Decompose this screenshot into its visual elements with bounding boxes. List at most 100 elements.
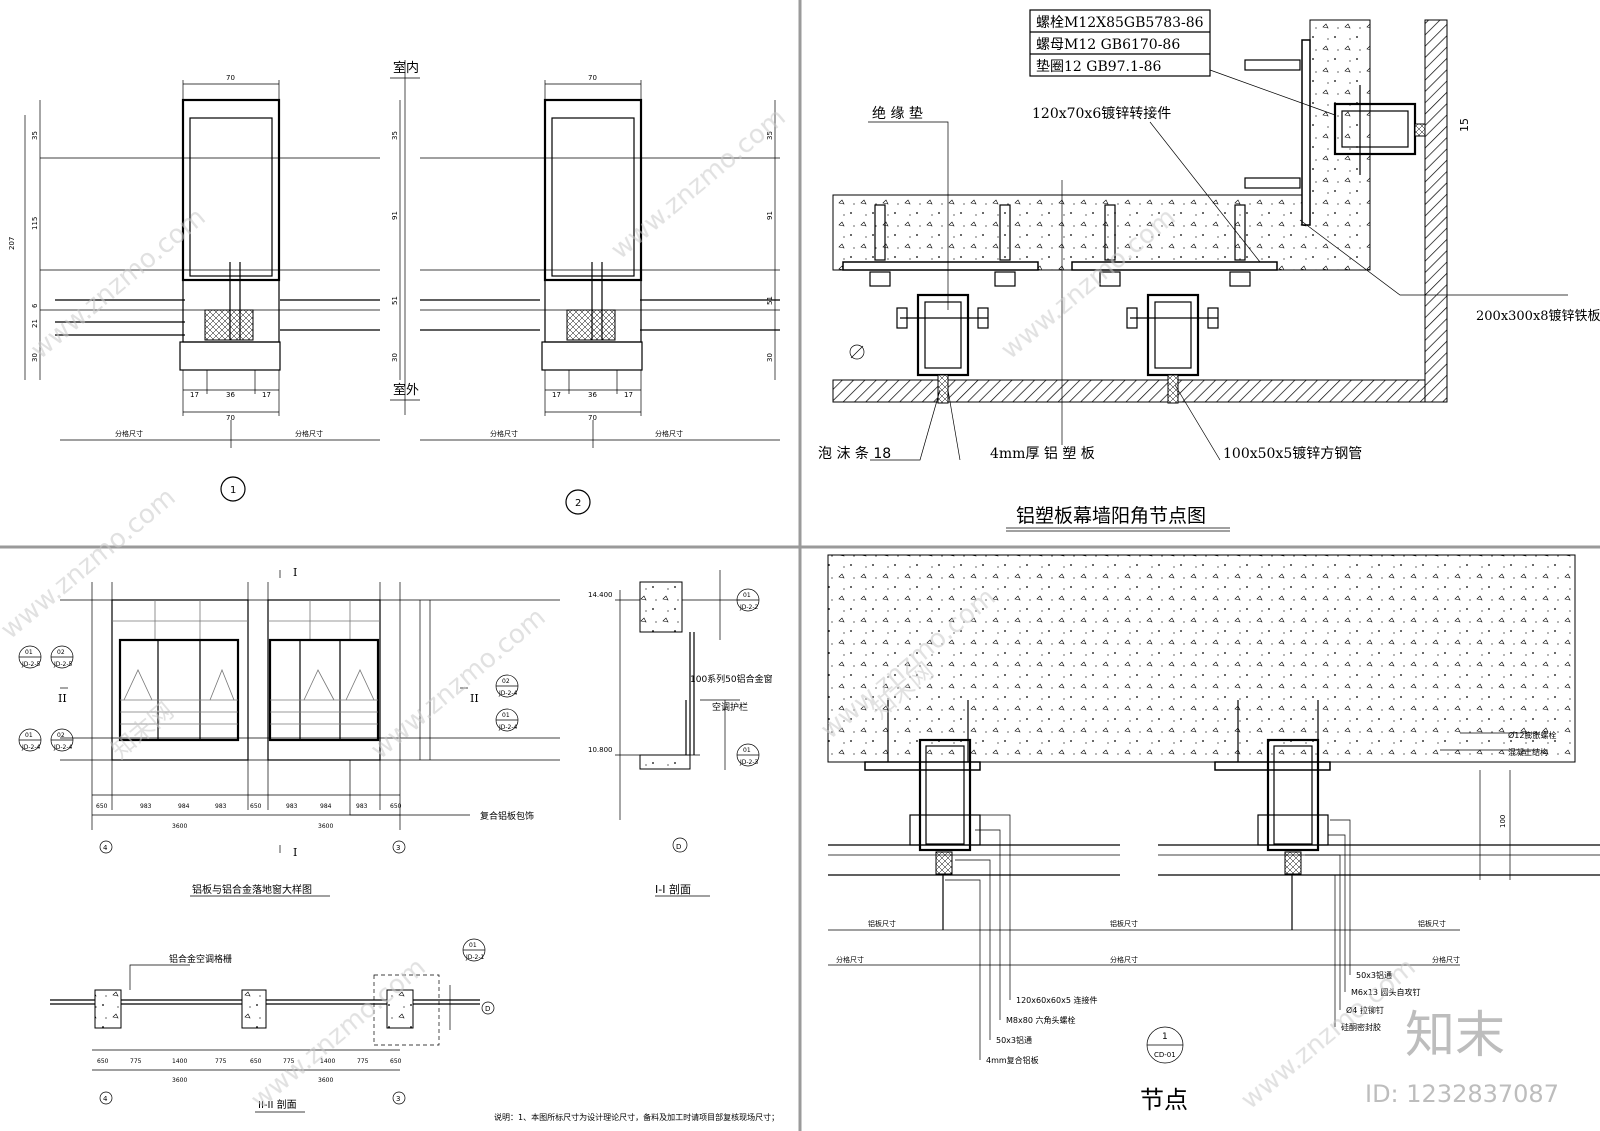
label-foam-strip: 泡 沫 条 18 bbox=[818, 445, 891, 462]
fenge-3: 分格尺寸 bbox=[836, 955, 864, 964]
watermark-id: ID: 1232837087 bbox=[1365, 1080, 1559, 1108]
dim-650-c: 650 bbox=[390, 803, 402, 810]
dim-984-b: 984 bbox=[320, 803, 332, 810]
label-acp-panel: 4mm厚 铝 塑 板 bbox=[990, 446, 1095, 462]
ref-jd25-a: JD-2-5 bbox=[21, 661, 41, 668]
dim-36-a: 36 bbox=[226, 391, 235, 399]
alum-size-2: 铝板尺寸 bbox=[1110, 919, 1138, 928]
label-sealant: 硅酮密封胶 bbox=[1341, 1022, 1381, 1032]
ref-01-f: 01 bbox=[469, 942, 477, 949]
dim-984-a: 984 bbox=[178, 803, 190, 810]
dim-17-b: 17 bbox=[262, 391, 271, 399]
dim-775-d: 775 bbox=[357, 1058, 369, 1065]
dim-17-c: 17 bbox=[552, 391, 561, 399]
fenge-1a: 分格尺寸 bbox=[115, 429, 143, 438]
dim-3600-b: 3600 bbox=[318, 823, 333, 830]
ref-02-c: 02 bbox=[502, 678, 510, 685]
axis-3-a: 3 bbox=[396, 844, 400, 852]
acp-corner-node bbox=[832, 9, 1568, 532]
dim-35-a: 35 bbox=[31, 131, 39, 140]
ref-jd24-b: JD-2-4 bbox=[53, 744, 73, 751]
dim-650-e: 650 bbox=[250, 1058, 262, 1065]
detail-circle-1 bbox=[220, 476, 246, 502]
axis-3-b: 3 bbox=[396, 1095, 400, 1103]
elev-10800: 10.800 bbox=[588, 746, 613, 754]
dim-650-a: 650 bbox=[96, 803, 108, 810]
fenge-5: 分格尺寸 bbox=[1432, 955, 1460, 964]
label-ac-grille: 铝合金空调格栅 bbox=[169, 953, 232, 965]
title-section-II: II-II 剖面 bbox=[258, 1098, 297, 1111]
detail-num-2: 2 bbox=[575, 498, 581, 509]
dim-775-a: 775 bbox=[130, 1058, 142, 1065]
ref-02-b: 02 bbox=[57, 732, 65, 739]
dim-983-d: 983 bbox=[356, 803, 368, 810]
axis-D-b: D bbox=[485, 1005, 490, 1013]
label-alum-channel: 50x3铝通 bbox=[996, 1035, 1032, 1045]
dim-983-c: 983 bbox=[286, 803, 298, 810]
dim-207: 207 bbox=[8, 237, 16, 250]
section-mark-II-right: II bbox=[470, 692, 479, 705]
section-mark-I-bottom: I bbox=[293, 846, 297, 859]
dim-1400-b: 1400 bbox=[320, 1058, 335, 1065]
ref-01-d: 01 bbox=[743, 592, 751, 599]
bolt-spec: 螺栓M12X85GB5783-86 bbox=[1036, 15, 1204, 31]
title-acp-corner: 铝塑板幕墙阳角节点图 bbox=[1016, 505, 1206, 527]
label-connector-q4: 120x60x60x5 连接件 bbox=[1016, 995, 1097, 1005]
nut-spec: 螺母M12 GB6170-86 bbox=[1036, 37, 1180, 53]
section-mark-I-top: I bbox=[293, 566, 297, 579]
ref-jd24-c: JD-2-4 bbox=[498, 690, 518, 697]
dim-6: 6 bbox=[31, 303, 39, 308]
title-node: 节点 bbox=[1140, 1086, 1188, 1114]
label-screw: M6x13 圆头自攻钉 bbox=[1351, 987, 1420, 997]
dim-30-c: 30 bbox=[766, 353, 774, 362]
dim-983-a: 983 bbox=[140, 803, 152, 810]
note: 说明：1、本图所标尺寸为设计理论尺寸，备料及加工时请项目部复核现场尺寸； bbox=[494, 1112, 779, 1122]
section-I-I bbox=[615, 570, 760, 897]
mullion-sections bbox=[24, 60, 780, 515]
label-steel-tube: 100x50x5镀锌方钢管 bbox=[1223, 445, 1362, 462]
bolt-spec-table bbox=[1029, 9, 1211, 77]
label-hex-bolt: M8x80 六角头螺栓 bbox=[1006, 1015, 1075, 1025]
dim-650-b: 650 bbox=[250, 803, 262, 810]
elev-14400: 14.400 bbox=[588, 591, 613, 599]
axis-D-a: D bbox=[676, 843, 681, 851]
dim-983-b: 983 bbox=[215, 803, 227, 810]
dim-3600-d: 3600 bbox=[318, 1077, 333, 1084]
ref-01-c: 01 bbox=[502, 712, 510, 719]
dim-775-c: 775 bbox=[283, 1058, 295, 1065]
label-clad: 复合铝板包饰 bbox=[480, 810, 534, 822]
label-insulation-pad: 绝 缘 垫 bbox=[872, 106, 923, 122]
fenge-1b: 分格尺寸 bbox=[295, 429, 323, 438]
ref-jd23: JD-2-3 bbox=[739, 759, 759, 766]
title-section-I: I-I 剖面 bbox=[655, 882, 691, 896]
composite-panel-node bbox=[827, 554, 1600, 1064]
detail-num-q4: 1 bbox=[1162, 1032, 1168, 1042]
fenge-2a: 分格尺寸 bbox=[490, 429, 518, 438]
wm-site-2: www.znzmo.com bbox=[605, 102, 791, 265]
dim-15: 15 bbox=[1458, 118, 1471, 132]
ref-jd21: JD-2-1 bbox=[465, 954, 485, 961]
ref-jd24-d: JD-2-4 bbox=[498, 724, 518, 731]
dim-30-a: 30 bbox=[31, 353, 39, 362]
dim-100: 100 bbox=[1499, 815, 1507, 828]
watermark-logo: 知末 bbox=[1405, 1006, 1505, 1064]
dim-91-a: 91 bbox=[391, 211, 399, 220]
label-outdoor: 室外 bbox=[393, 382, 419, 398]
dim-3600-a: 3600 bbox=[172, 823, 187, 830]
dim-17-d: 17 bbox=[624, 391, 633, 399]
section-II-II bbox=[50, 938, 495, 1113]
detail-num-1: 1 bbox=[230, 485, 236, 496]
alum-size-3: 铝板尺寸 bbox=[1418, 919, 1446, 928]
wm-brand-2: 知末网 bbox=[106, 697, 179, 765]
wm-site-8: www.znzmo.com bbox=[245, 952, 431, 1115]
dim-21: 21 bbox=[31, 319, 39, 328]
ref-01-a: 01 bbox=[25, 649, 33, 656]
label-composite-panel: 4mm复合铝板 bbox=[986, 1055, 1039, 1065]
label-anchor-bolt: Ø12膨胀螺栓 bbox=[1508, 730, 1556, 740]
ref-jd22: JD-2-2 bbox=[739, 604, 759, 611]
ref-jd24-a: JD-2-4 bbox=[21, 744, 41, 751]
label-concrete: 混凝土结构 bbox=[1508, 747, 1548, 757]
dim-36-b: 36 bbox=[588, 391, 597, 399]
axis-4-a: 4 bbox=[103, 844, 108, 852]
